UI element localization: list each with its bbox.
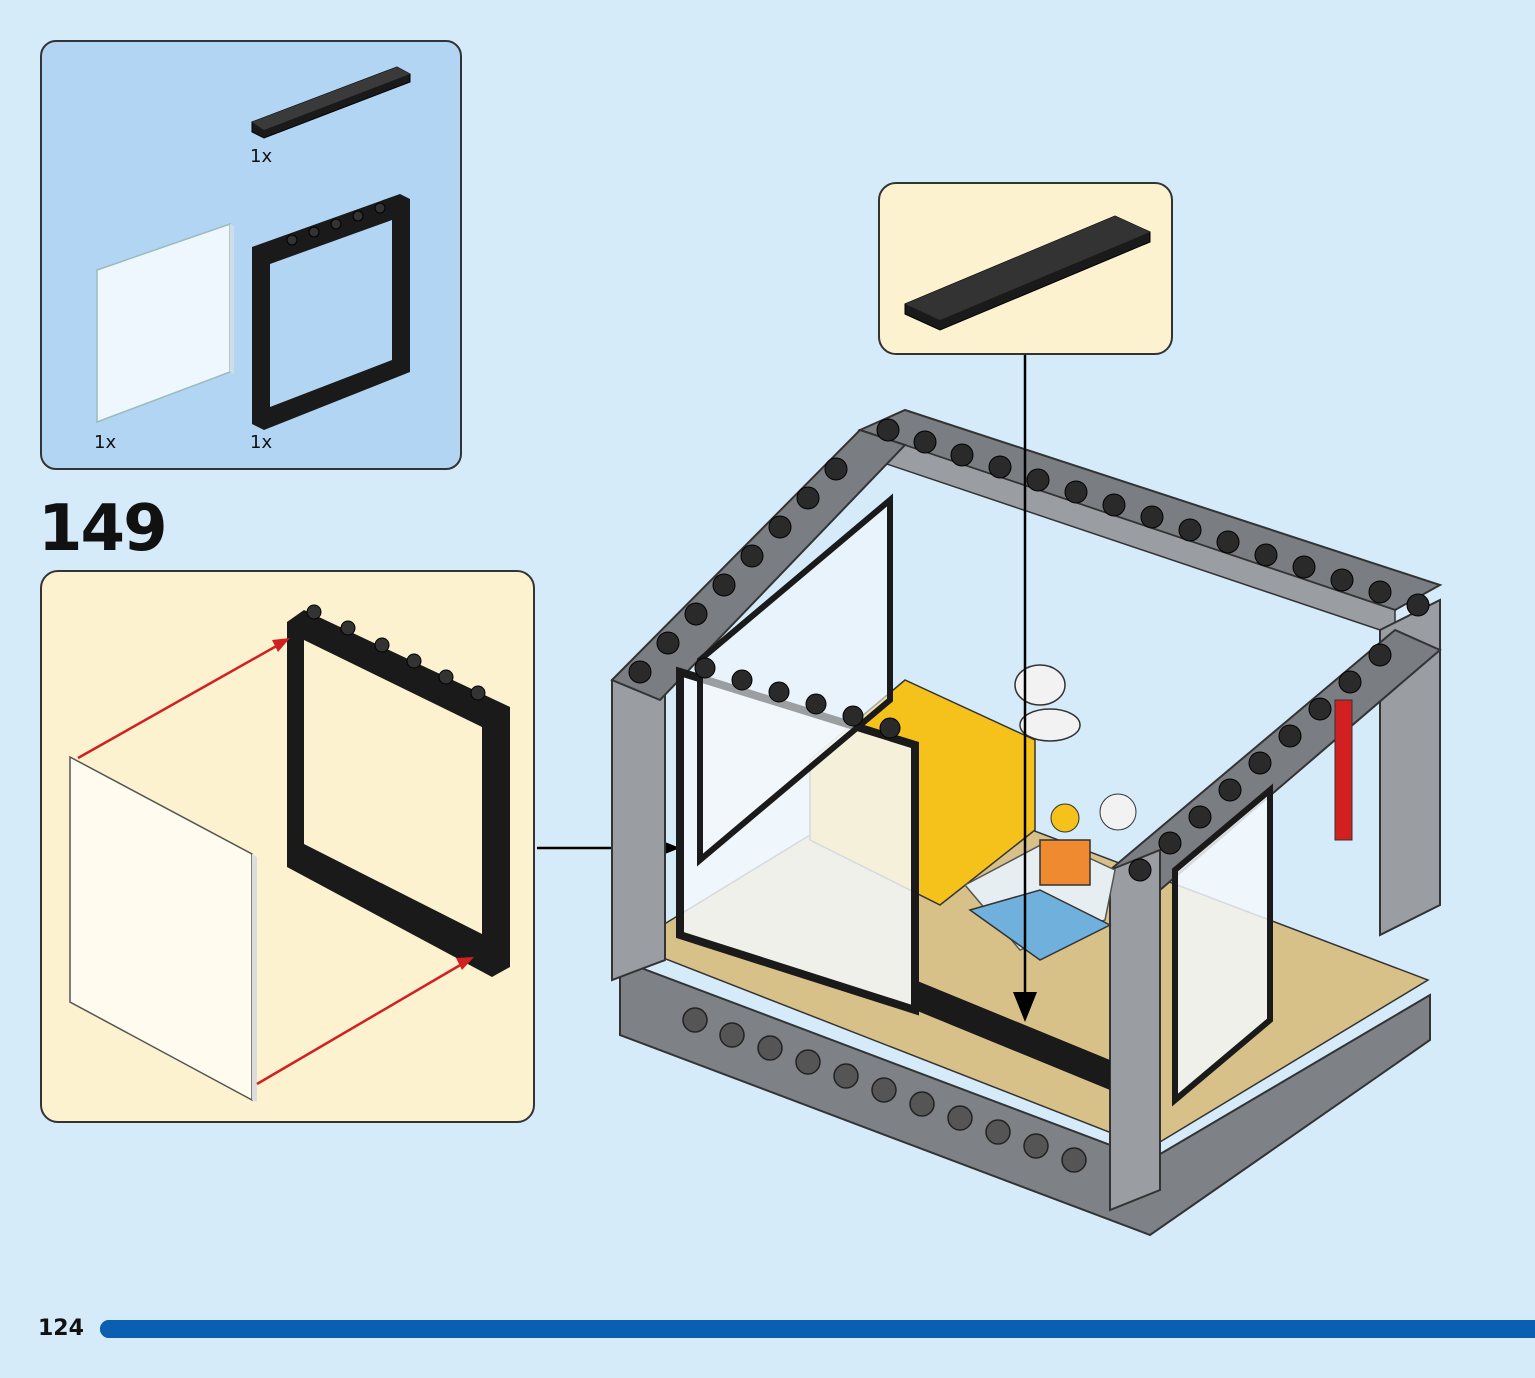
tile-quantity: 1x <box>250 146 273 167</box>
progress-bar <box>100 1320 1535 1338</box>
black-tile-part <box>251 66 411 139</box>
step-number: 149 <box>38 492 168 566</box>
parts-list-box: 1x 1x 1x <box>40 40 462 470</box>
page-number: 124 <box>38 1316 84 1341</box>
window-frame-part <box>252 194 410 430</box>
tile-placement-arrow <box>1013 355 1037 1022</box>
glass-panel-part <box>96 222 234 424</box>
tile-callout-illustration <box>904 215 1151 331</box>
tile-callout-box <box>878 182 1173 355</box>
submodel-box <box>40 570 535 1123</box>
submodel-placement-arrow <box>537 836 680 860</box>
glass-quantity: 1x <box>94 432 117 453</box>
assembly-arrows <box>77 638 474 1086</box>
building-model <box>610 408 1443 1237</box>
frame-quantity: 1x <box>250 432 273 453</box>
glass-panel-submodel <box>69 755 257 1102</box>
parts-list-illustration <box>96 66 411 430</box>
window-frame-submodel <box>287 604 510 977</box>
submodel-illustration <box>69 604 510 1102</box>
progress-fill <box>100 1320 1535 1338</box>
